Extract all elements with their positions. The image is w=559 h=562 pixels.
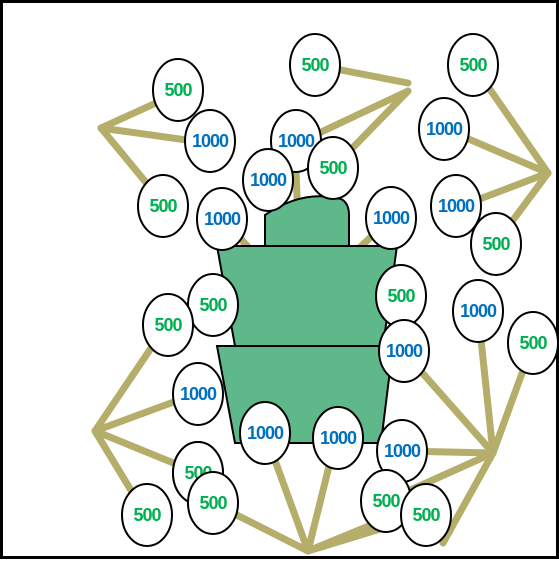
coin-outline	[312, 406, 364, 470]
coin-outline	[242, 148, 294, 212]
coin-value: 1000	[386, 341, 423, 361]
coin-outline	[507, 311, 559, 375]
coin-value: 1000	[180, 384, 217, 404]
coin-value: 1000	[192, 131, 229, 151]
coin-17: 1000	[452, 279, 504, 343]
coin-value: 1000	[460, 301, 497, 321]
coin-outline	[447, 33, 499, 97]
coin-value: 1000	[373, 208, 410, 228]
coin-14: 500	[187, 273, 239, 337]
coin-28: 500	[400, 483, 452, 547]
coin-outline	[452, 279, 504, 343]
coin-value: 1000	[384, 441, 421, 461]
coin-1: 500	[152, 58, 204, 122]
coin-value: 500	[301, 55, 329, 75]
coin-value: 1000	[438, 196, 475, 216]
coin-2: 500	[289, 33, 341, 97]
coin-value: 500	[199, 295, 227, 315]
coin-22: 1000	[312, 406, 364, 470]
coin-outline	[152, 58, 204, 122]
coin-outline	[418, 97, 470, 161]
coin-21: 1000	[239, 401, 291, 465]
coin-outline	[400, 483, 452, 547]
coin-value: 500	[459, 55, 487, 75]
coin-value: 500	[372, 491, 400, 511]
coin-4: 1000	[418, 97, 470, 161]
coin-outline	[187, 471, 239, 535]
coin-value: 500	[412, 505, 440, 525]
coin-outline	[196, 187, 248, 251]
coin-9: 500	[137, 174, 189, 238]
coin-10: 1000	[196, 187, 248, 251]
coin-15: 500	[375, 264, 427, 328]
coin-value: 1000	[278, 131, 315, 151]
coin-value: 500	[199, 493, 227, 513]
coin-12: 1000	[430, 174, 482, 238]
coin-value: 500	[319, 158, 347, 178]
coin-16: 500	[142, 293, 194, 357]
coin-value: 1000	[320, 428, 357, 448]
coin-3: 500	[447, 33, 499, 97]
coin-value: 1000	[426, 119, 463, 139]
stick-26	[439, 449, 497, 547]
coin-outline	[137, 174, 189, 238]
coin-outline	[142, 293, 194, 357]
coin-8: 500	[307, 136, 359, 200]
coin-outline	[307, 136, 359, 200]
coin-outline	[172, 362, 224, 426]
coin-outline	[239, 401, 291, 465]
coin-5: 1000	[184, 109, 236, 173]
coin-11: 1000	[365, 186, 417, 250]
coin-23: 1000	[376, 419, 428, 483]
coin-7: 1000	[242, 148, 294, 212]
coin-outline	[378, 319, 430, 383]
coin-outline	[365, 186, 417, 250]
coin-19: 500	[507, 311, 559, 375]
coin-outline	[430, 174, 482, 238]
coin-13: 500	[470, 212, 522, 276]
coin-outline	[184, 109, 236, 173]
coin-value: 500	[482, 234, 510, 254]
coin-value: 1000	[247, 423, 284, 443]
coin-value: 500	[519, 333, 547, 353]
coin-value: 500	[154, 315, 182, 335]
coin-20: 1000	[172, 362, 224, 426]
coin-value: 500	[164, 80, 192, 100]
coin-18: 1000	[378, 319, 430, 383]
coin-26: 500	[187, 471, 239, 535]
coin-value: 500	[133, 505, 161, 525]
coin-value: 500	[149, 196, 177, 216]
coin-outline	[289, 33, 341, 97]
coin-29: 500	[121, 483, 173, 547]
coin-value: 1000	[250, 170, 287, 190]
tower-middle-tier	[215, 245, 399, 347]
coin-value: 1000	[204, 209, 241, 229]
coin-outline	[470, 212, 522, 276]
coin-outline	[121, 483, 173, 547]
coin-27: 500	[360, 469, 412, 533]
coin-value: 500	[387, 286, 415, 306]
